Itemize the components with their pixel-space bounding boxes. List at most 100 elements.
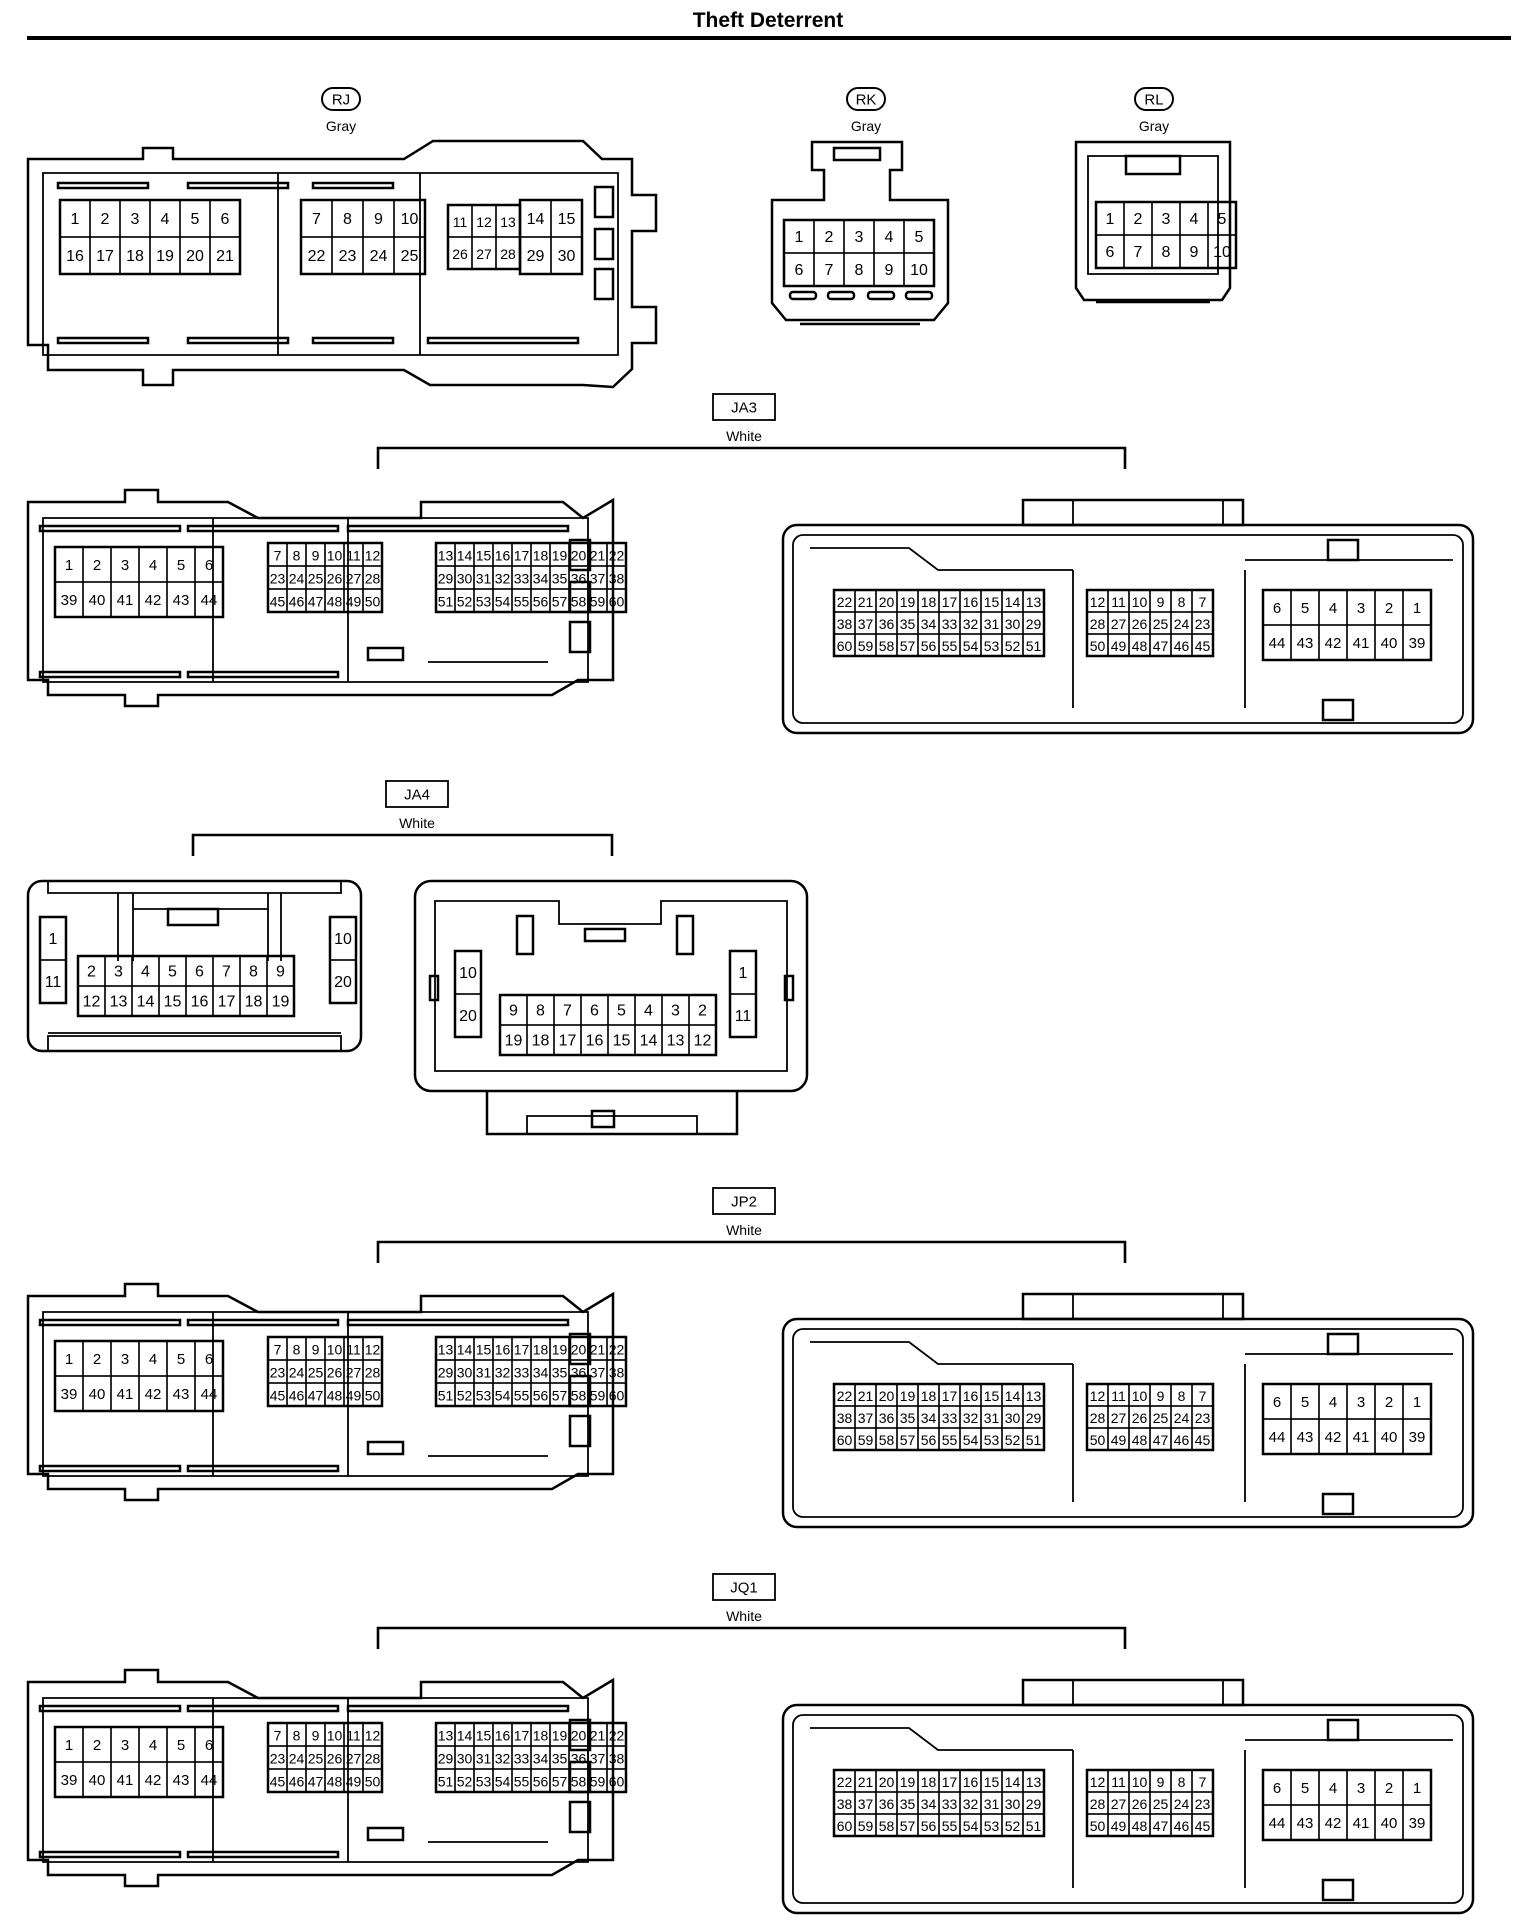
pin-number: 10 — [459, 965, 477, 982]
lock-slot — [593, 267, 615, 301]
rib — [428, 974, 440, 1002]
pin-number: 36 — [879, 616, 895, 632]
pin-number: 33 — [942, 1796, 958, 1812]
pin-number: 37 — [858, 616, 874, 632]
pin-number: 31 — [476, 1365, 492, 1381]
outline — [26, 1668, 615, 1888]
pin-number: 21 — [858, 1388, 874, 1404]
pin-number: 16 — [963, 1388, 979, 1404]
pin-number: 18 — [921, 594, 937, 610]
key-slot — [1326, 1332, 1360, 1356]
pin-number: 57 — [552, 1774, 568, 1790]
pin-number: 29 — [438, 1365, 454, 1381]
pin-number: 50 — [1090, 1818, 1106, 1834]
pin-number: 31 — [984, 1796, 1000, 1812]
pin-number: 8 — [249, 964, 258, 981]
pin-number: 11 — [1111, 1774, 1126, 1790]
pin-cell — [393, 236, 426, 275]
bracket — [376, 1240, 1127, 1263]
pin-number: 12 — [1090, 1388, 1106, 1404]
pin-number: 20 — [334, 974, 352, 991]
pin-number: 13 — [110, 994, 128, 1011]
rib — [186, 1704, 340, 1713]
pin-number: 49 — [1111, 1432, 1127, 1448]
pin-number: 5 — [1301, 1780, 1309, 1797]
pin-number: 18 — [921, 1388, 937, 1404]
pin-number: 12 — [83, 994, 101, 1011]
pin-number: 46 — [289, 594, 305, 610]
pin-number: 54 — [963, 638, 979, 654]
pin-number: 32 — [963, 616, 979, 632]
pin-number: 60 — [609, 1388, 625, 1404]
outline — [1021, 498, 1245, 527]
pin-cell — [266, 985, 295, 1017]
pin-number: 28 — [365, 571, 381, 587]
pin-number: 18 — [533, 548, 549, 564]
rib — [346, 524, 570, 533]
pin-number: 59 — [590, 594, 606, 610]
rib — [38, 670, 182, 679]
pin-number: 41 — [117, 592, 134, 609]
pin-number: 49 — [346, 594, 362, 610]
rib — [38, 1318, 182, 1327]
pin-number: 46 — [289, 1388, 305, 1404]
pin-number: 51 — [438, 1388, 454, 1404]
outline — [781, 1317, 1475, 1529]
pin-number: 2 — [698, 1003, 707, 1020]
pin-number: 48 — [1132, 638, 1148, 654]
pin-number: 30 — [457, 571, 473, 587]
badge-box — [712, 1573, 776, 1601]
pin-number: 19 — [900, 594, 916, 610]
pin-number: 22 — [837, 594, 853, 610]
rib — [311, 181, 395, 190]
pin-number: 15 — [984, 1774, 1000, 1790]
pin-number: 60 — [837, 1818, 853, 1834]
pin-number: 25 — [308, 1751, 324, 1767]
pin-number: 12 — [1090, 1774, 1106, 1790]
pin-number: 19 — [156, 248, 174, 265]
key-slot — [1326, 1718, 1360, 1742]
pin-number: 26 — [1132, 1410, 1148, 1426]
pin-number: 13 — [438, 1342, 454, 1358]
pin-number: 23 — [1195, 616, 1211, 632]
pin-number: 42 — [145, 1772, 162, 1789]
pin-number: 16 — [191, 994, 209, 1011]
badge-box — [712, 393, 776, 421]
pin-number: 13 — [667, 1033, 685, 1050]
pin-number: 39 — [61, 592, 78, 609]
pin-number: 32 — [495, 1365, 511, 1381]
pin-number: 49 — [1111, 1818, 1127, 1834]
pin-number: 2 — [825, 229, 834, 246]
pin-cell — [194, 581, 224, 618]
pin-number: 24 — [370, 248, 388, 265]
pin-number: 42 — [1325, 635, 1342, 652]
pin-number: 53 — [984, 1818, 1000, 1834]
latch — [832, 146, 882, 162]
outline — [1074, 140, 1232, 302]
pin-number: 5 — [177, 1351, 185, 1368]
pin-number: 5 — [1301, 600, 1309, 617]
pin-number: 57 — [552, 594, 568, 610]
pin-number: 16 — [495, 1728, 511, 1744]
pin-number: 21 — [858, 594, 874, 610]
pin-number: 19 — [552, 1342, 568, 1358]
pin-number: 42 — [145, 592, 162, 609]
rib-line — [117, 893, 282, 961]
pin-number: 23 — [270, 1365, 286, 1381]
pin-number: 6 — [1273, 1394, 1281, 1411]
pin-number: 3 — [121, 1351, 129, 1368]
pin-number: 38 — [609, 1365, 625, 1381]
pin-number: 8 — [343, 211, 352, 228]
rib — [426, 336, 580, 345]
rib-line — [810, 1341, 1453, 1502]
pin-number: 56 — [533, 1774, 549, 1790]
inner-outline — [42, 1311, 589, 1477]
pin-number: 18 — [921, 1774, 937, 1790]
pin-cell — [688, 1024, 717, 1056]
pin-number: 35 — [900, 616, 916, 632]
lock-slot — [568, 1414, 592, 1448]
pin-number: 46 — [1174, 1432, 1190, 1448]
